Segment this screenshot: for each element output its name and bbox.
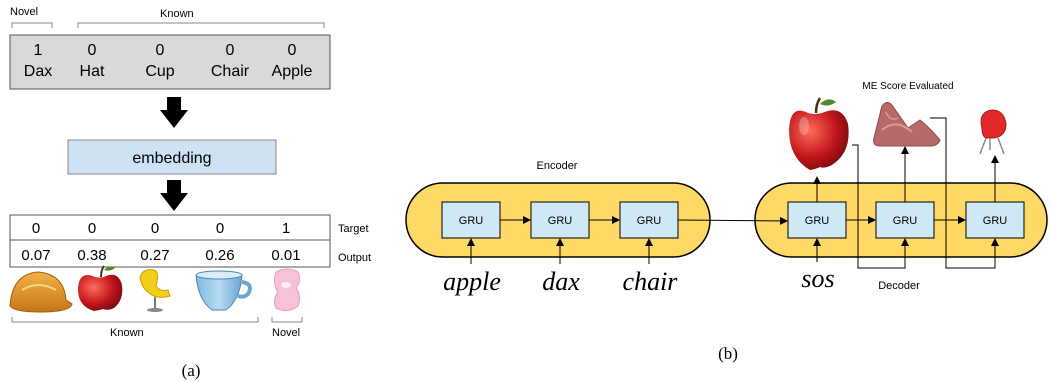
me-score-label: ME Score Evaluated: [862, 81, 953, 92]
encoder-input-word: chair: [623, 267, 679, 296]
panel-b: Encoder Decoder GRU GRU GRU GRU GRU GRU …: [405, 81, 1048, 363]
hard-hat-icon: [9, 271, 73, 313]
decoder-gru-cell: [787, 201, 847, 239]
novel-header: Novel: [10, 6, 38, 18]
caption-a: (a): [182, 361, 201, 380]
input-value: 0: [156, 42, 165, 59]
output-value: 0.07: [21, 247, 50, 264]
cup-icon: [195, 270, 252, 311]
output-label: Output: [338, 252, 371, 264]
input-value: 1: [34, 42, 43, 59]
known-footer: Known: [110, 327, 144, 339]
target-value: 1: [282, 220, 290, 237]
apple-output-icon: [789, 97, 849, 170]
gru-label: GRU: [459, 215, 484, 227]
hidden-state-arrow: [677, 216, 788, 225]
decoder-label: Decoder: [878, 280, 920, 292]
encoder-input-word: apple: [443, 267, 501, 296]
input-vector-box: [9, 34, 331, 90]
known-header-bracket: [77, 22, 325, 28]
decoder-gru-cell: [965, 201, 1025, 239]
known-footer-bracket: [11, 317, 259, 323]
target-value: 0: [32, 220, 40, 237]
gru-label: GRU: [983, 215, 1008, 227]
output-row: 0.07 0.38 0.27 0.26 0.01: [21, 247, 300, 264]
decoder-input-word: sos: [801, 264, 834, 293]
dax-output-icon: [873, 102, 941, 147]
gru-label: GRU: [637, 215, 662, 227]
embedding-box: [67, 139, 277, 175]
encoder-gru-cell: [619, 201, 679, 239]
down-arrow-icon: [160, 180, 188, 211]
feedback-connection: [930, 117, 999, 269]
caption-b: (b): [718, 344, 738, 363]
input-word: Dax: [24, 63, 52, 80]
down-arrow-icon: [160, 97, 188, 128]
dax-icon: [273, 268, 301, 312]
target-value: 0: [88, 220, 96, 237]
target-row: 0 0 0 0 1: [32, 220, 290, 237]
output-value: 0.38: [77, 247, 106, 264]
input-vector: 1 Dax 0 Hat 0 Cup 0 Chair 0 Apple: [24, 42, 313, 80]
gru-label: GRU: [548, 215, 573, 227]
chair-output-icon: [979, 109, 1007, 155]
input-word: Chair: [211, 63, 250, 80]
panel-a: Novel Known 1 Dax 0 Hat 0 Cup 0 Chair 0 …: [9, 6, 371, 380]
feedback-connection: [852, 144, 909, 269]
encoder-label: Encoder: [537, 160, 578, 172]
target-value: 0: [216, 220, 224, 237]
gru-label: GRU: [805, 215, 830, 227]
input-value: 0: [88, 42, 97, 59]
encoder-input-word: dax: [542, 267, 580, 296]
embedding-label: embedding: [132, 150, 211, 167]
input-value: 0: [226, 42, 235, 59]
output-value: 0.26: [205, 247, 234, 264]
gru-label: GRU: [893, 215, 918, 227]
target-output-box: [9, 214, 331, 268]
input-word: Cup: [145, 63, 174, 80]
input-value: 0: [288, 42, 297, 59]
output-value: 0.01: [271, 247, 300, 264]
known-header: Known: [160, 8, 194, 20]
novel-footer-bracket: [271, 317, 303, 323]
target-value: 0: [151, 220, 159, 237]
input-word: Hat: [80, 63, 105, 80]
apple-icon: [77, 265, 123, 311]
input-word: Apple: [272, 63, 313, 80]
chair-icon: [139, 269, 171, 312]
output-value: 0.27: [140, 247, 169, 264]
target-label: Target: [338, 223, 369, 235]
novel-header-bracket: [11, 22, 53, 28]
novel-footer: Novel: [272, 327, 300, 339]
